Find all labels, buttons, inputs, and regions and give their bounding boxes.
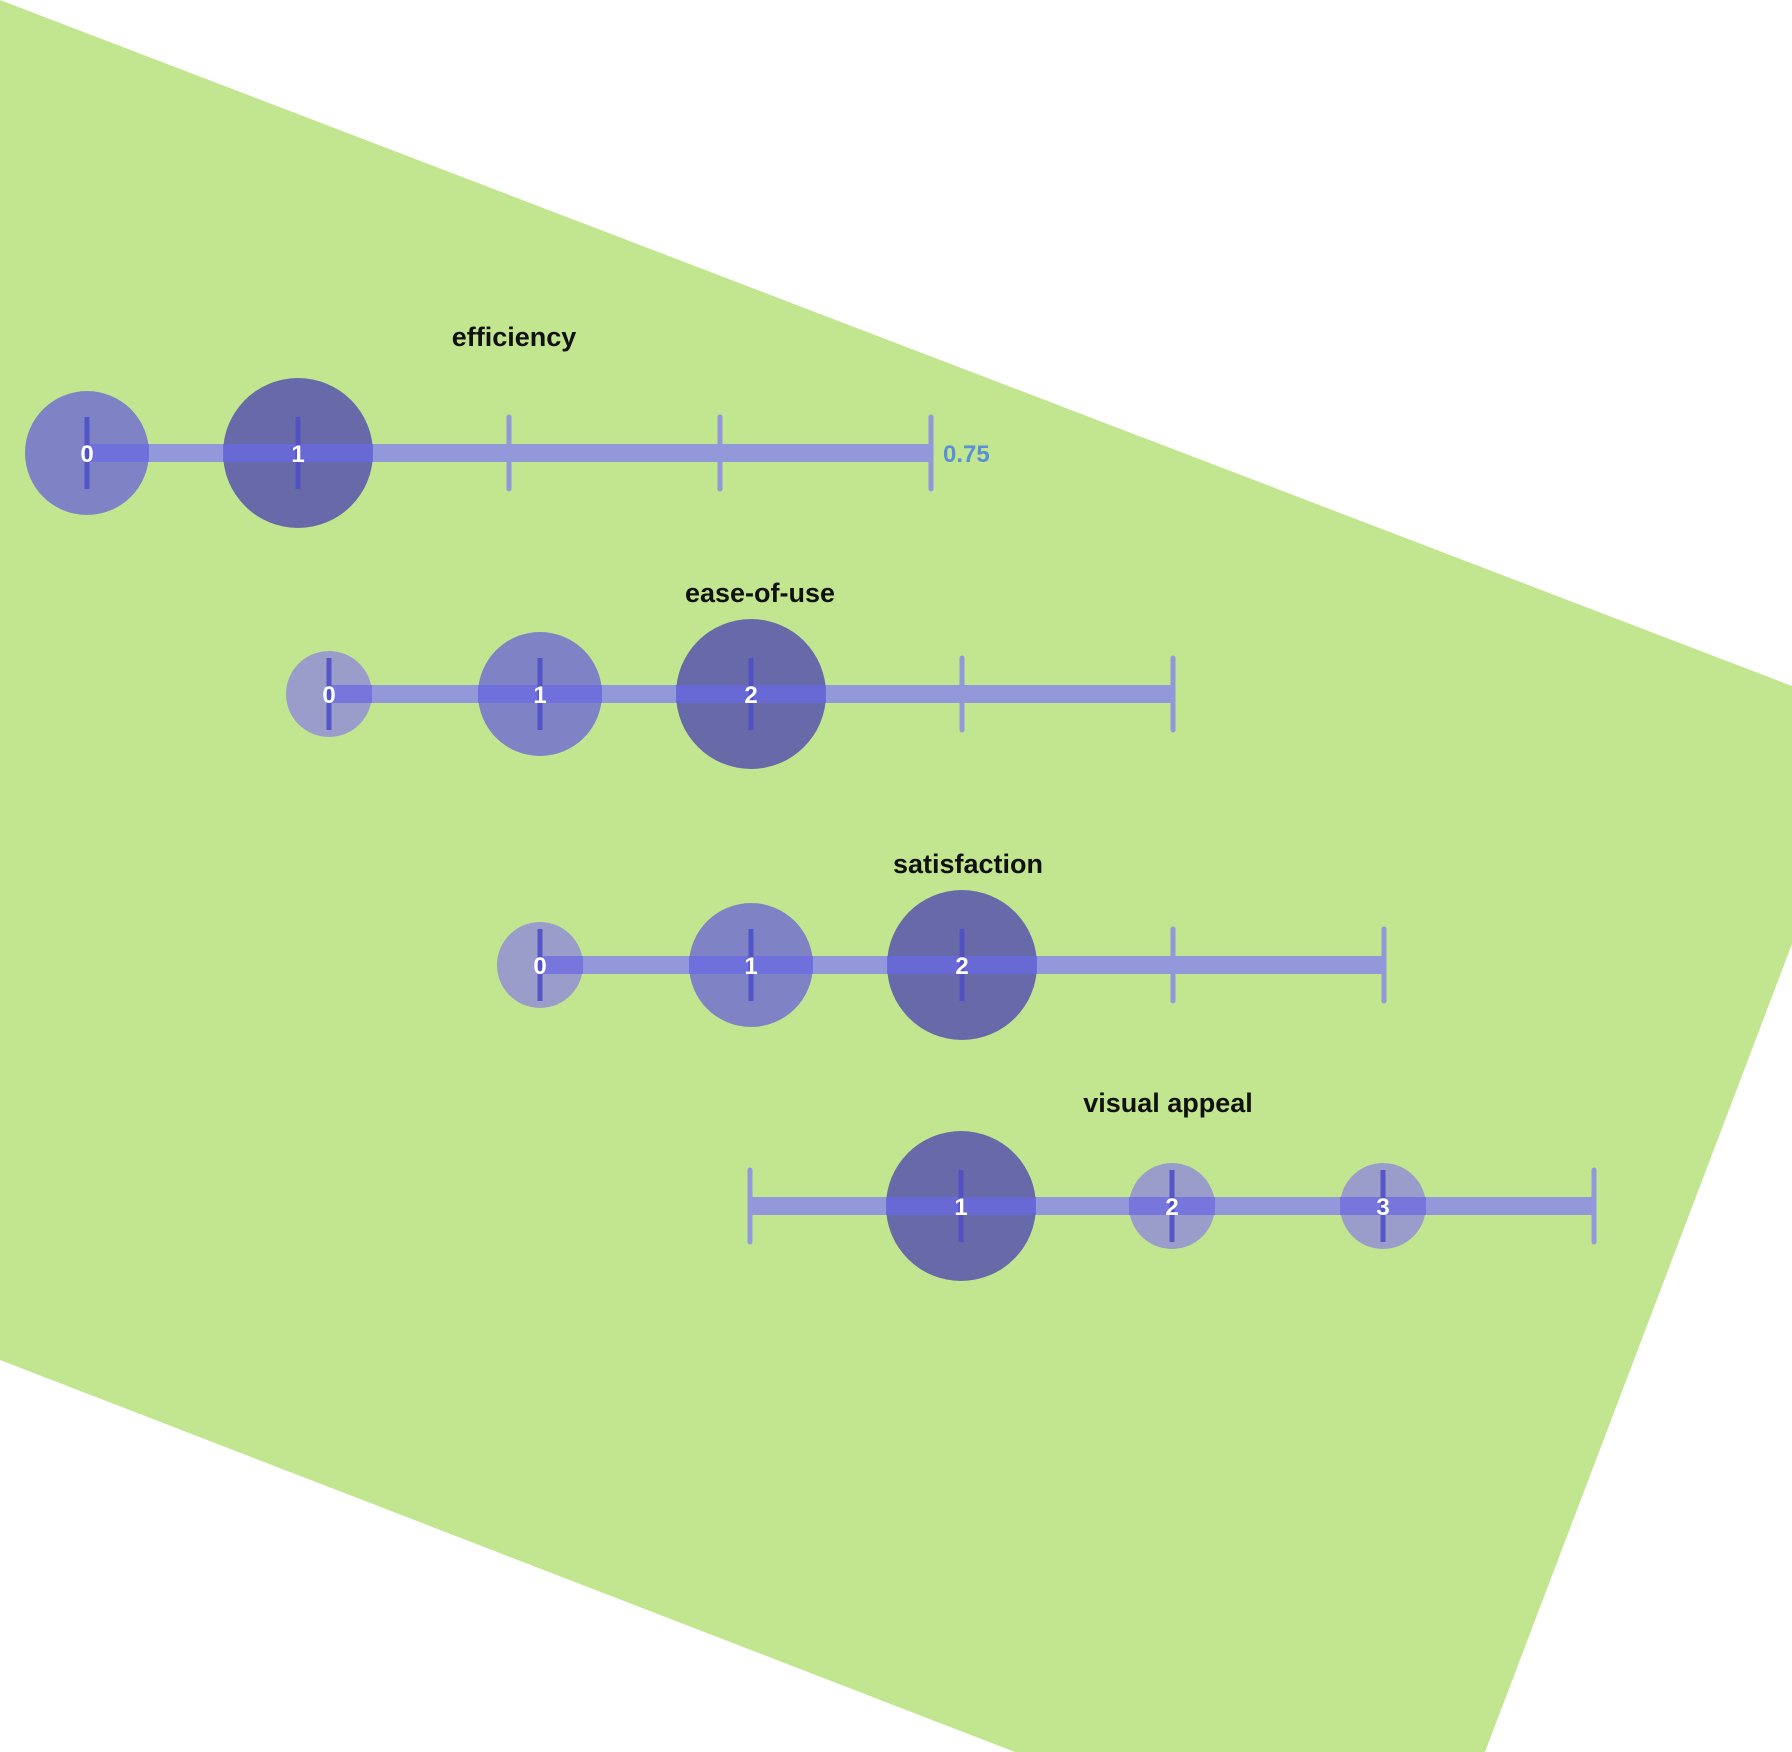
- row-title: ease-of-use: [685, 578, 835, 608]
- row-satisfaction: satisfaction 0 1 2: [497, 849, 1387, 1040]
- bubble-label: 1: [744, 953, 757, 980]
- bubble: 2: [676, 619, 826, 769]
- bubble-label: 1: [533, 682, 546, 709]
- bubble: 0: [25, 391, 149, 515]
- bubble: 2: [887, 890, 1037, 1040]
- bubble: 1: [689, 903, 813, 1027]
- bubble-label: 2: [1165, 1194, 1178, 1221]
- bubble-label: 3: [1376, 1194, 1389, 1221]
- row-title: visual appeal: [1083, 1088, 1253, 1118]
- row-visual-appeal: visual appeal 1 2 3: [747, 1088, 1597, 1281]
- bubble-label: 0: [322, 682, 335, 709]
- bubble-label: 2: [744, 682, 757, 709]
- bubble-label: 1: [954, 1194, 967, 1221]
- bubble: 1: [223, 378, 373, 528]
- bubble: 1: [886, 1131, 1036, 1281]
- row-efficiency: efficiency 0 1 0.75: [25, 322, 990, 528]
- bubble: 0: [286, 651, 372, 737]
- bubble-label: 2: [955, 953, 968, 980]
- row-title: efficiency: [452, 322, 577, 352]
- row-title: satisfaction: [893, 849, 1043, 879]
- end-value-label: 0.75: [943, 441, 990, 468]
- row-ease-of-use: ease-of-use 0 1 2: [286, 578, 1176, 769]
- bubble-label: 0: [80, 441, 93, 468]
- bubble: 3: [1340, 1163, 1426, 1249]
- bubble: 2: [1129, 1163, 1215, 1249]
- bubble-label: 0: [533, 953, 546, 980]
- bubble: 1: [478, 632, 602, 756]
- bubble-label: 1: [291, 441, 304, 468]
- bubble: 0: [497, 922, 583, 1008]
